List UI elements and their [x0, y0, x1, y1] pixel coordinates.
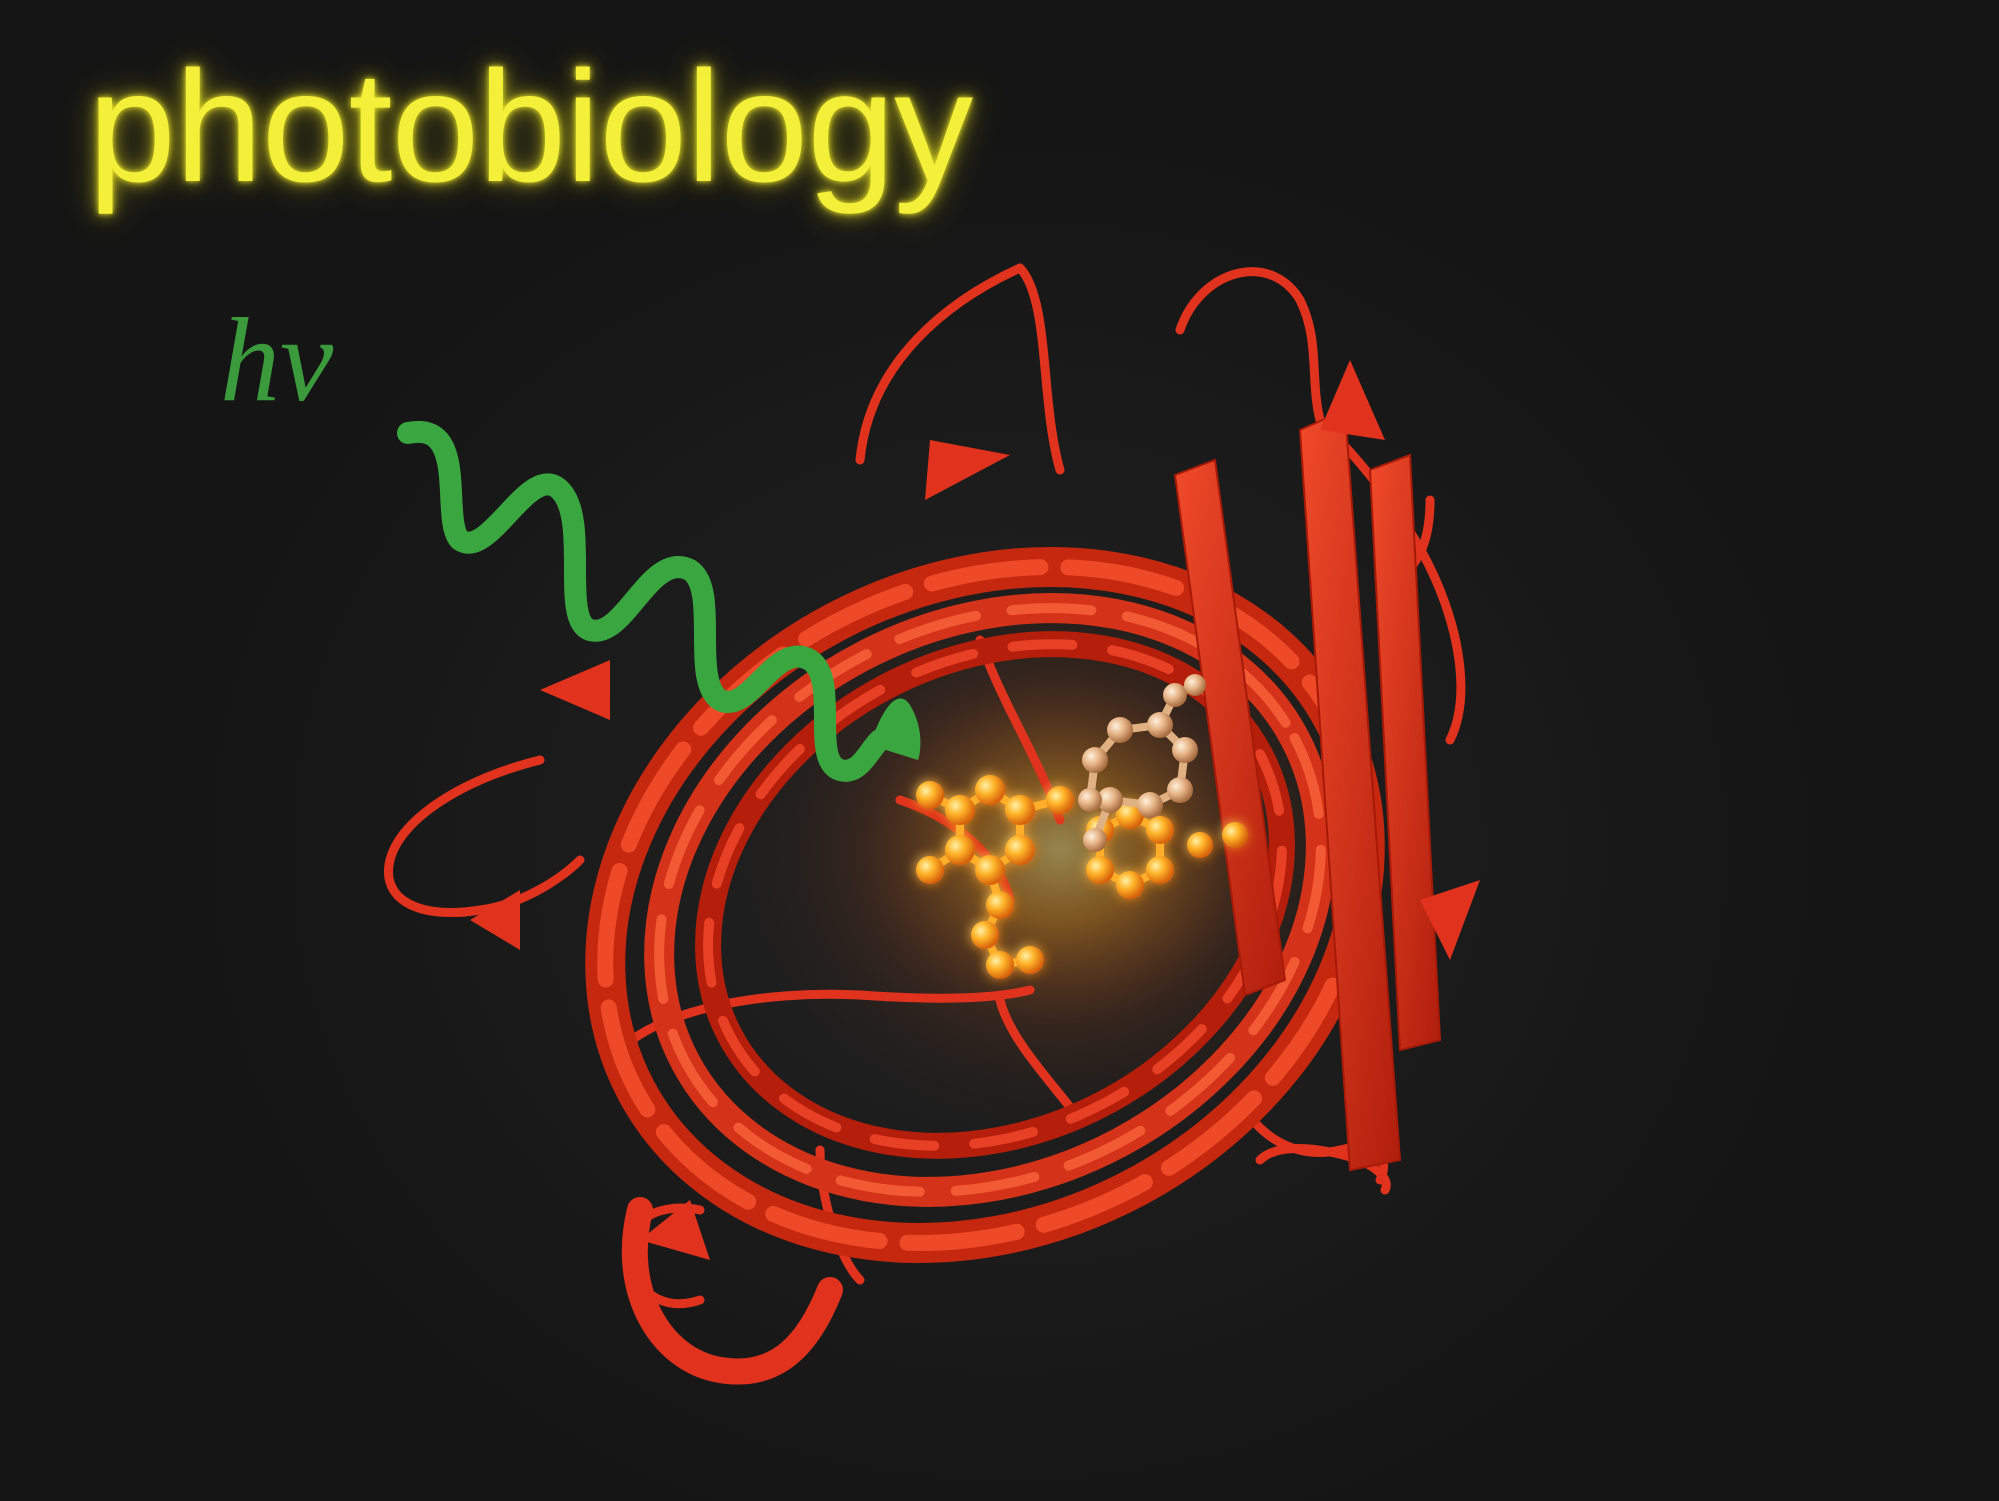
photon-energy-label: hν	[220, 293, 334, 426]
side-chain-molecule	[1078, 674, 1206, 852]
bottom-loop-blade	[621, 1197, 843, 1385]
photon-arrowhead	[870, 698, 921, 760]
strand-arrowheads	[470, 360, 1480, 1260]
page-title: photobiology	[88, 39, 973, 215]
photon-wave	[397, 420, 891, 782]
chromophore-molecule	[916, 775, 1248, 979]
